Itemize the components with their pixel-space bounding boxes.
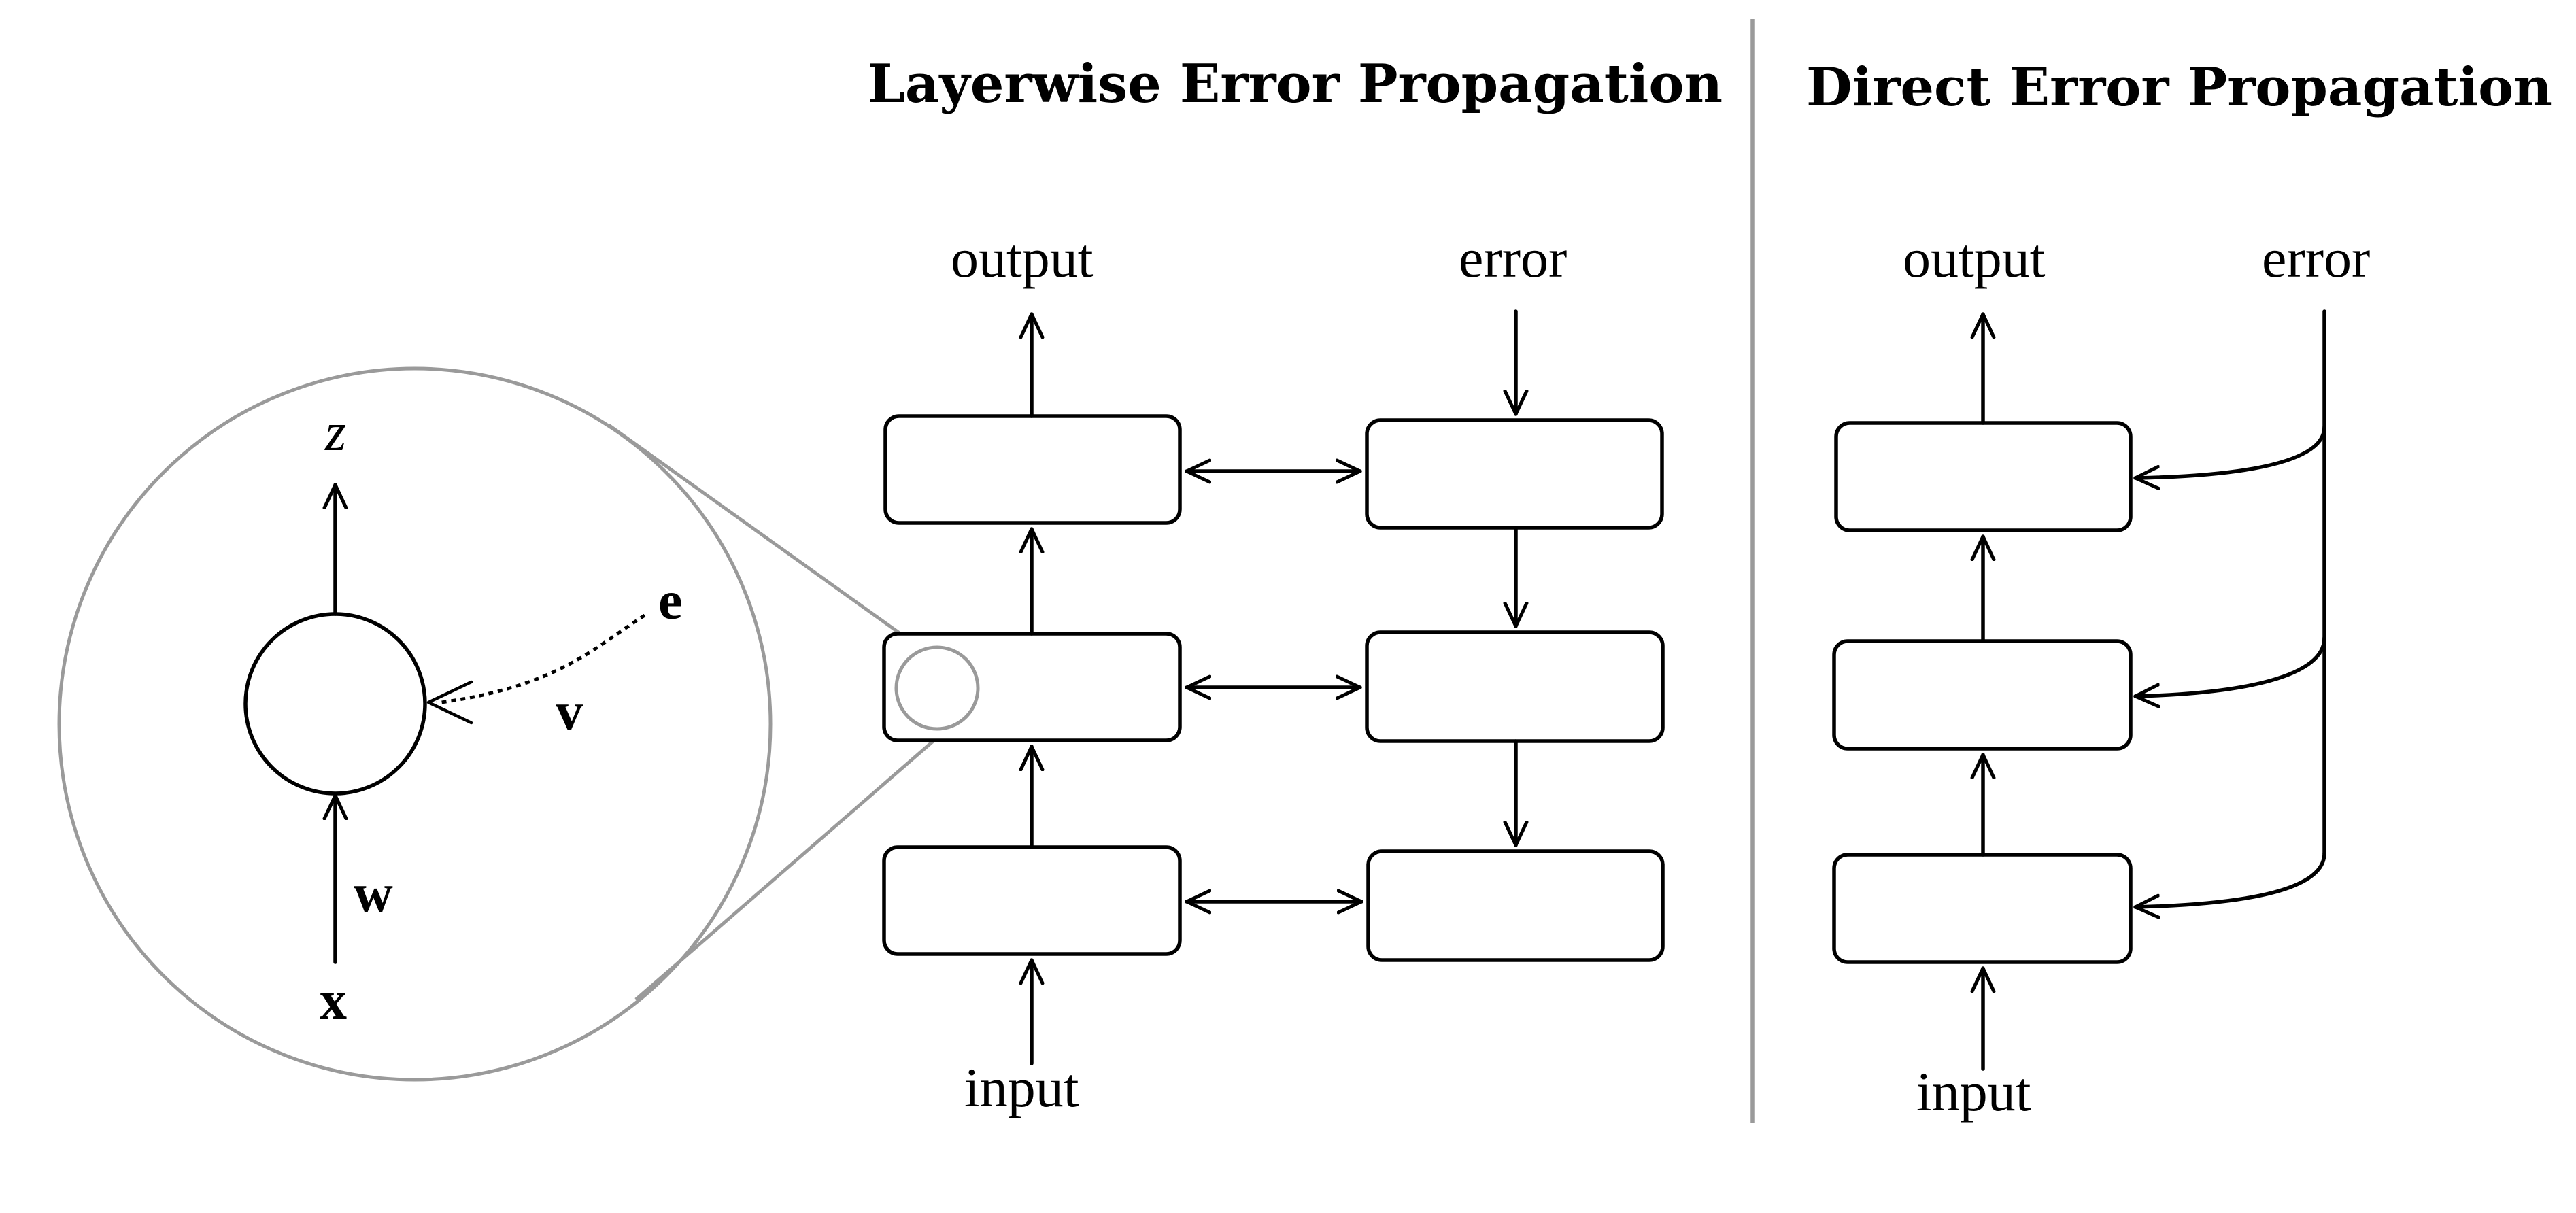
neuron-zoom: z e v w x — [57, 366, 964, 1082]
layerwise-title: Layerwise Error Propagation — [868, 53, 1723, 115]
backward-layer-1 — [1366, 849, 1665, 962]
zoom-magnifier — [894, 645, 980, 731]
direct-error-branch-2 — [2133, 636, 2326, 696]
layerwise-panel: output error input — [882, 227, 1665, 1118]
direct-error-branch-1 — [2133, 851, 2326, 907]
direct-layer-3 — [1834, 421, 2133, 532]
error-symbol-e: e — [658, 571, 683, 631]
direct-output-label: output — [1903, 227, 2046, 289]
backward-layer-2 — [1365, 630, 1665, 743]
direct-panel: output error input — [1832, 227, 2370, 1123]
forward-layer-3 — [883, 414, 1182, 525]
backward-layer-3 — [1365, 418, 1664, 530]
neuron-node — [243, 612, 427, 796]
zoom-line-top — [607, 423, 940, 663]
zoom-circle — [57, 366, 773, 1082]
layerwise-output-label: output — [951, 227, 1094, 289]
direct-error-label: error — [2262, 227, 2370, 289]
neuron-feedback-arrowhead — [426, 680, 473, 725]
feedback-weight-symbol-v: v — [556, 682, 583, 742]
input-symbol-x: x — [320, 971, 347, 1031]
direct-title: Direct Error Propagation — [1806, 56, 2552, 118]
neuron-feedback-path — [436, 613, 646, 705]
direct-layer-2 — [1832, 639, 2133, 751]
forward-layer-1 — [882, 845, 1182, 956]
direct-input-label: input — [1916, 1061, 2031, 1123]
layerwise-error-label: error — [1459, 227, 1567, 289]
zoom-line-bottom — [634, 714, 964, 1001]
direct-error-branch-3 — [2133, 425, 2326, 478]
layerwise-input-label: input — [964, 1057, 1079, 1118]
direct-layer-1 — [1832, 853, 2133, 964]
weight-symbol-w: w — [354, 864, 393, 923]
output-symbol-z: z — [324, 403, 346, 462]
